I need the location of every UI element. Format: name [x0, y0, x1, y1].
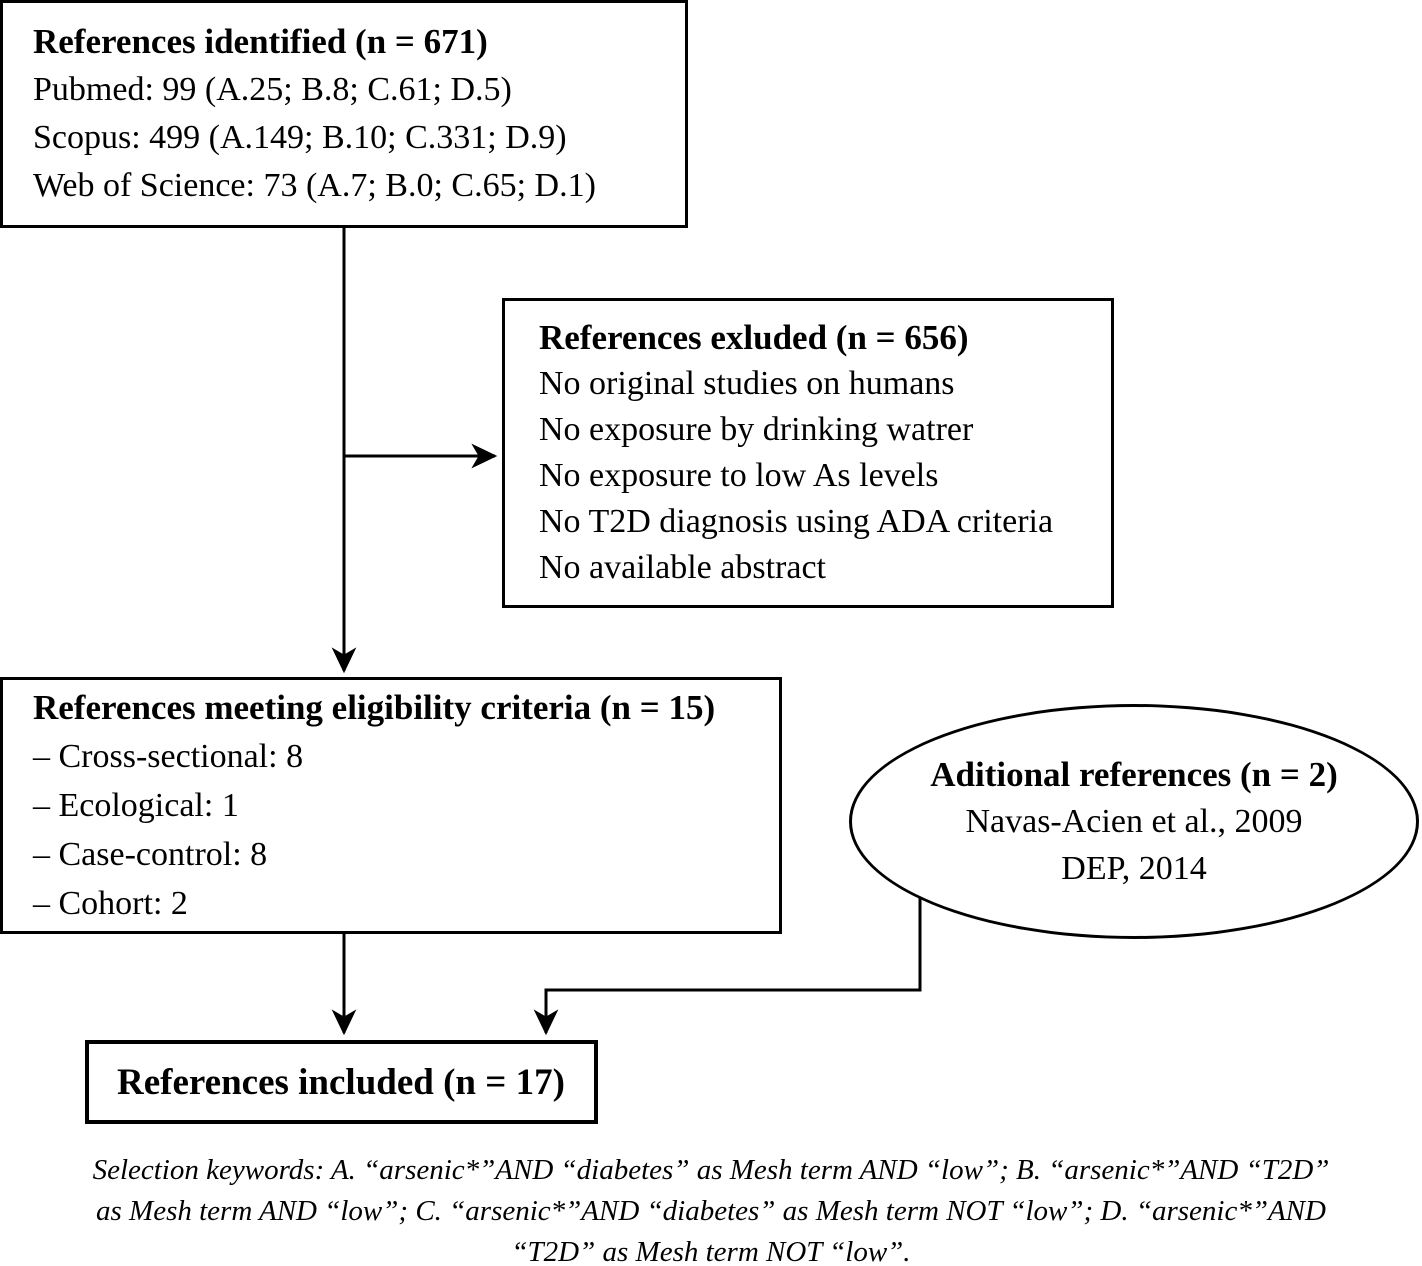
eligible-line: – Cohort: 2 [33, 885, 188, 922]
arrow-additional-to-included [533, 896, 922, 1036]
additional-line: DEP, 2014 [1061, 850, 1207, 887]
eligible-line: – Ecological: 1 [33, 787, 239, 824]
caption-line: as Mesh term AND “low”; C. “arsenic*”AND… [96, 1195, 1326, 1227]
included-box: References included (n = 17) [85, 1040, 598, 1124]
eligible-line: – Case-control: 8 [33, 836, 268, 873]
eligible-title: References meeting eligibility criteria … [33, 688, 716, 727]
excluded-box: References exluded (n = 656) No original… [502, 298, 1114, 608]
identified-box: References identified (n = 671) Pubmed: … [0, 0, 688, 228]
excluded-line: No T2D diagnosis using ADA criteria [539, 503, 1054, 540]
excluded-line: No exposure by drinking watrer [539, 411, 974, 448]
caption-line: Selection keywords: A. “arsenic*”AND “di… [92, 1154, 1330, 1186]
additional-line: Navas-Acien et al., 2009 [965, 803, 1303, 840]
additional-title: Aditional references (n = 2) [930, 755, 1338, 794]
selection-keywords-caption: Selection keywords: A. “arsenic*”AND “di… [0, 1150, 1422, 1266]
identified-title: References identified (n = 671) [33, 22, 488, 61]
excluded-title: References exluded (n = 656) [539, 318, 969, 357]
included-title: References included (n = 17) [117, 1061, 565, 1103]
identified-line: Web of Science: 73 (A.7; B.0; C.65; D.1) [33, 167, 596, 204]
identified-line: Pubmed: 99 (A.25; B.8; C.61; D.5) [33, 71, 512, 108]
excluded-line: No exposure to low As levels [539, 457, 939, 494]
excluded-line: No available abstract [539, 549, 826, 586]
excluded-line: No original studies on humans [539, 365, 955, 402]
caption-line: “T2D” as Mesh term NOT “low”. [511, 1236, 911, 1266]
eligible-box: References meeting eligibility criteria … [0, 677, 782, 934]
eligible-line: – Cross-sectional: 8 [33, 738, 304, 775]
identified-line: Scopus: 499 (A.149; B.10; C.331; D.9) [33, 119, 567, 156]
additional-references-ellipse: Aditional references (n = 2) Navas-Acien… [849, 704, 1419, 939]
